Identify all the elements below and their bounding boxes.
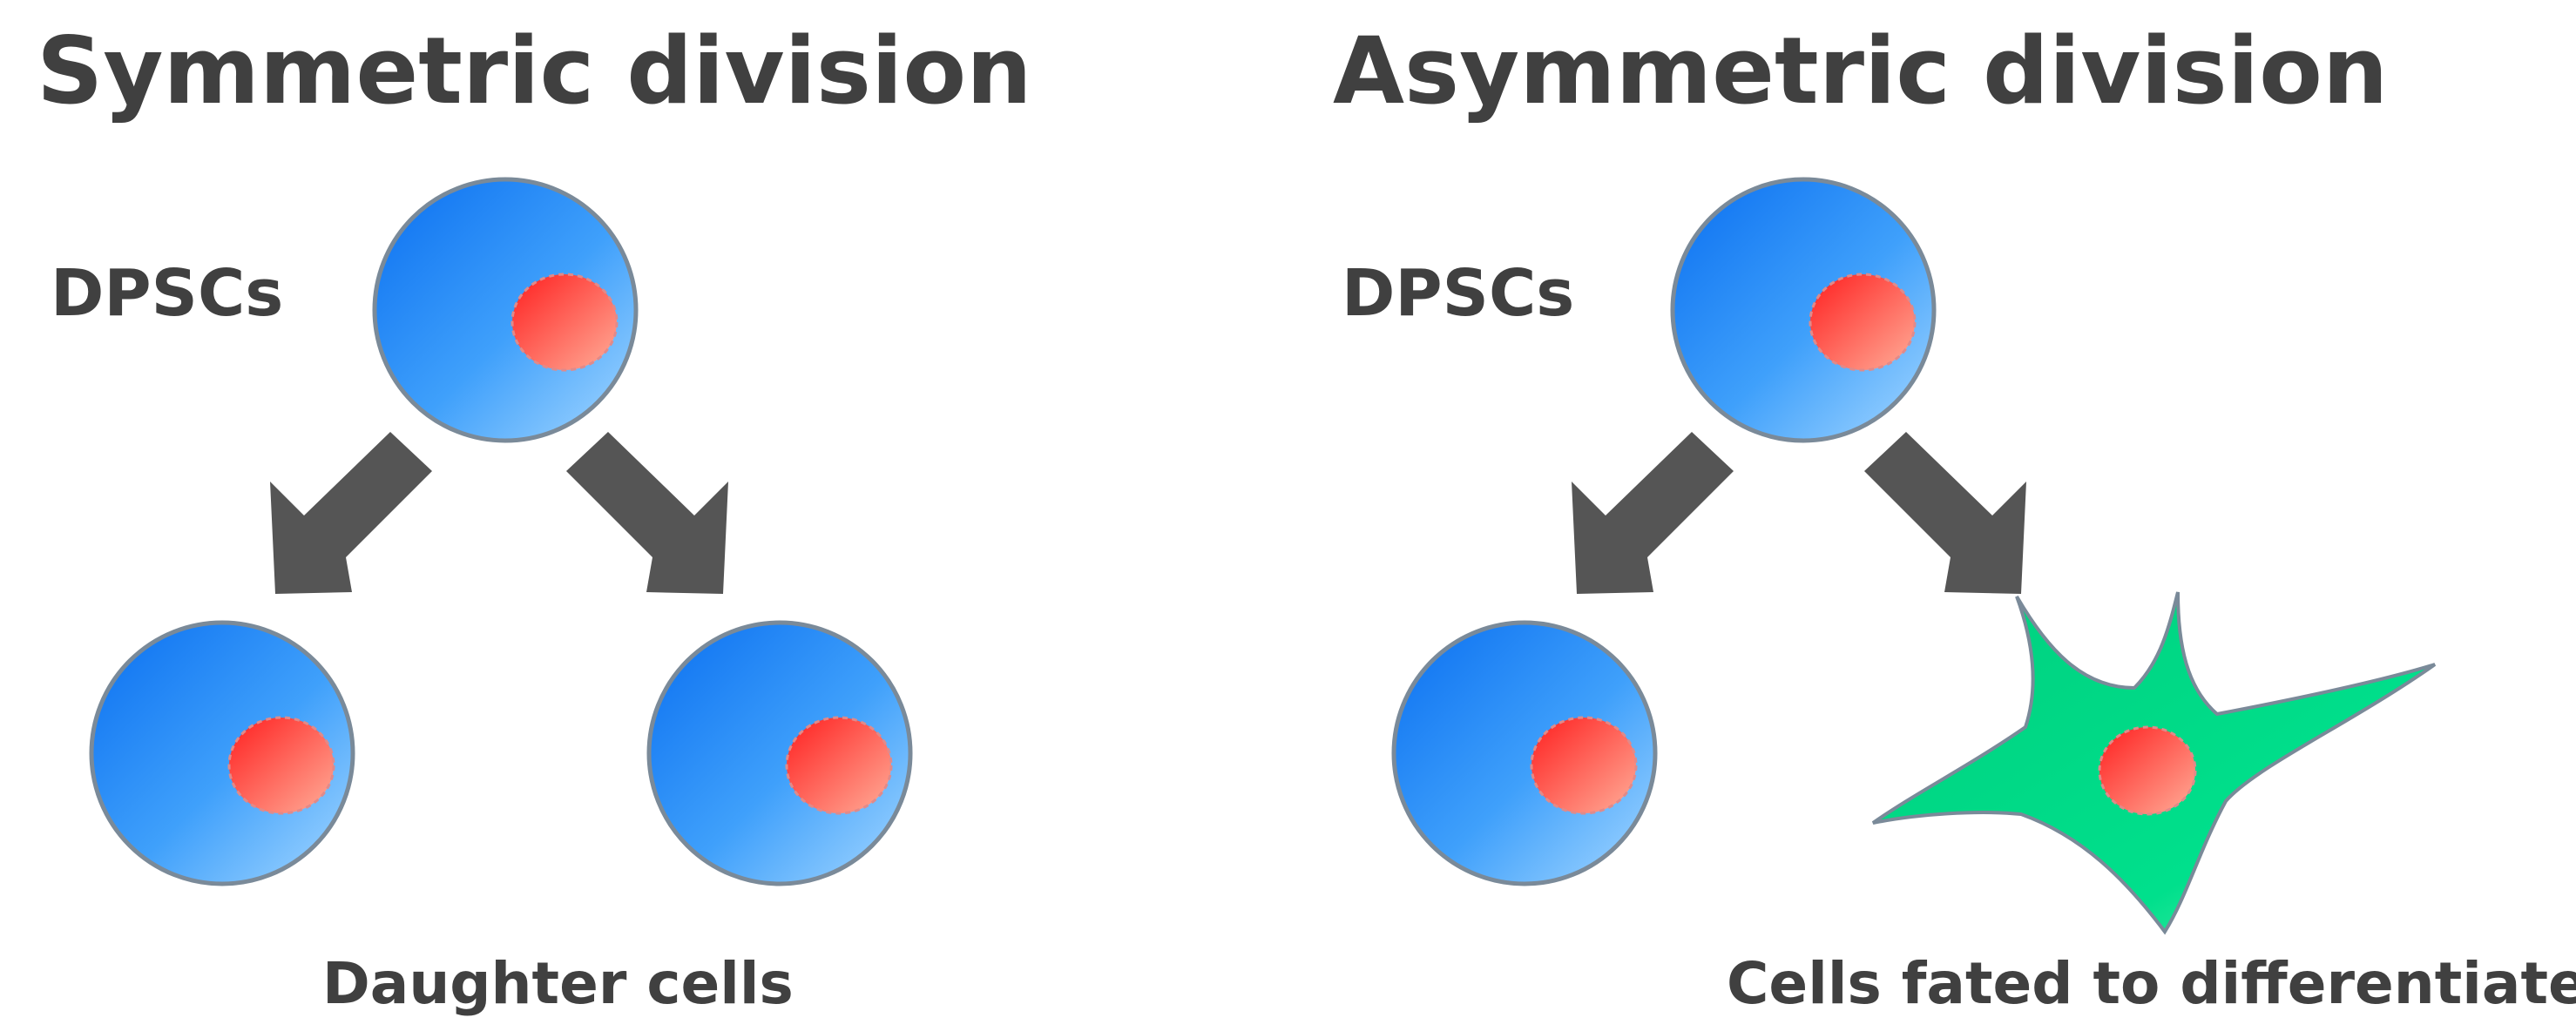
- asymmetric-caption: Cells fated to differentiate: [1727, 950, 2576, 1017]
- symmetric-daughter-cell-right: [649, 623, 910, 884]
- asymmetric-arrow-left: [1572, 432, 1734, 594]
- asymmetric-daughter-stem-cell: [1394, 623, 1655, 884]
- symmetric-parent-label: DPSCs: [51, 256, 283, 331]
- symmetric-arrow-left: [270, 432, 432, 594]
- asymmetric-parent-label: DPSCs: [1342, 256, 1574, 331]
- symmetric-arrow-right: [566, 432, 728, 594]
- differentiated-cell: [1871, 591, 2437, 935]
- symmetric-caption: Daughter cells: [322, 950, 794, 1017]
- symmetric-parent-cell: [375, 179, 636, 441]
- asymmetric-title: Asymmetric division: [1333, 17, 2388, 125]
- asymmetric-arrow-right: [1864, 432, 2026, 594]
- asymmetric-parent-cell: [1673, 179, 1934, 441]
- symmetric-title: Symmetric division: [37, 17, 1032, 125]
- differentiated-cell-nucleus: [2098, 725, 2197, 816]
- symmetric-daughter-cell-left: [91, 623, 353, 884]
